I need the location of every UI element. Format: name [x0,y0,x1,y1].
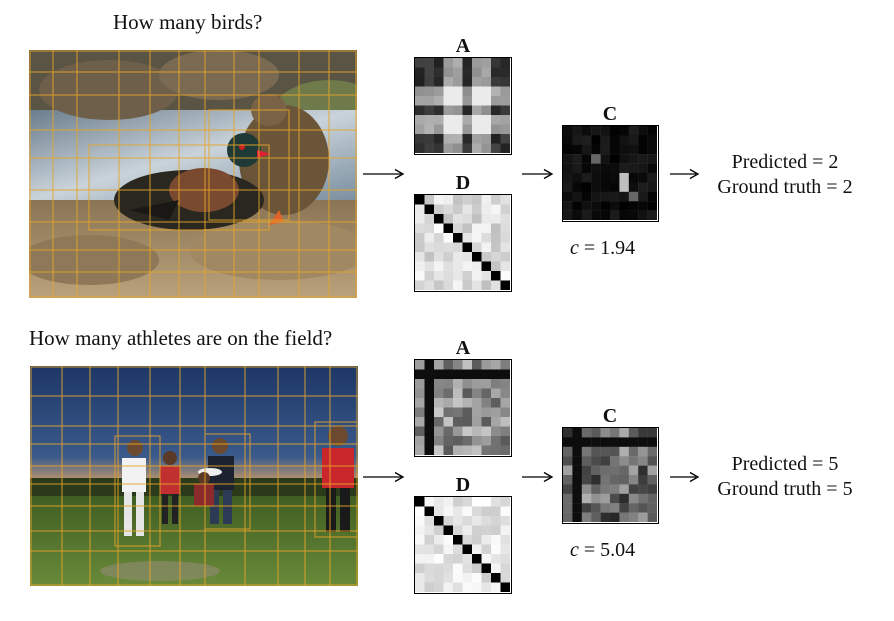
arrow-icon [363,168,405,180]
matrix-d-label-1: D [455,172,471,194]
count-matrix-c-2 [562,427,659,524]
question-caption-2: How many athletes are on the field? [29,326,333,350]
count-value-2: c = 5.04 [570,539,636,561]
distance-matrix-d-2 [414,496,512,594]
matrix-d-label-2: D [455,474,471,496]
arrow-icon [363,471,405,483]
result-block-2: Predicted = 5 Ground truth = 5 [702,452,868,502]
question-caption-1: How many birds? [113,10,263,34]
matrix-a-label-1: A [455,35,471,57]
attention-matrix-a-2 [414,359,512,457]
attention-matrix-a-1 [414,57,512,155]
matrix-a-label-2: A [455,337,471,359]
ground-truth-count-1: Ground truth = 2 [717,176,853,198]
bird-photo [29,50,357,298]
athletes-photo [30,366,358,586]
predicted-count-2: Predicted = 5 [731,453,839,475]
result-block-1: Predicted = 2 Ground truth = 2 [702,150,868,200]
arrow-icon [670,168,700,180]
matrix-c-label-1: C [602,103,618,125]
count-value-1: c = 1.94 [570,237,636,259]
arrow-icon [670,471,700,483]
predicted-count-1: Predicted = 2 [731,151,839,173]
count-matrix-c-1 [562,125,659,222]
arrow-icon [522,168,554,180]
ground-truth-count-2: Ground truth = 5 [717,478,853,500]
distance-matrix-d-1 [414,194,512,292]
matrix-c-label-2: C [602,405,618,427]
arrow-icon [522,471,554,483]
